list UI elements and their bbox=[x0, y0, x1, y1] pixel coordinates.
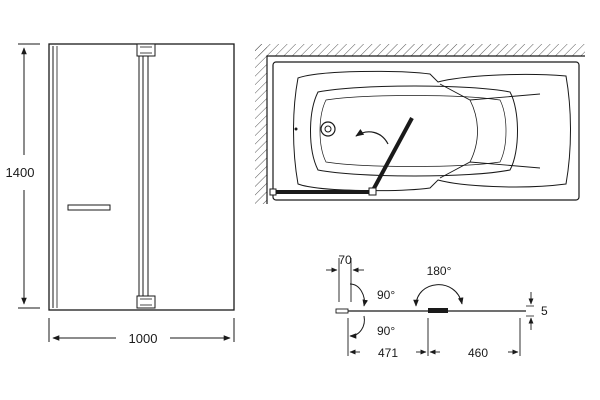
panel-b-label: 460 bbox=[468, 346, 488, 360]
height-dimension: 1400 bbox=[6, 43, 40, 309]
fold-angle-down-label: 90° bbox=[377, 324, 395, 338]
height-label: 1400 bbox=[6, 165, 35, 180]
offset-dimension: 70 bbox=[326, 253, 364, 302]
swing-angle: 180° bbox=[413, 264, 464, 307]
plan-view bbox=[255, 44, 585, 204]
section-detail: 70 90° 90° 180° 5 bbox=[326, 253, 548, 360]
screen-plan bbox=[269, 117, 414, 196]
drain-icon bbox=[320, 121, 336, 137]
towel-bar bbox=[67, 204, 111, 211]
fold-angle-up-label: 90° bbox=[377, 288, 395, 302]
width-dimension: 1000 bbox=[48, 318, 235, 346]
offset-label: 70 bbox=[338, 253, 352, 267]
panel-widths-dimension: 471 460 bbox=[347, 318, 521, 360]
back-wall bbox=[255, 44, 585, 56]
panel-a-label: 471 bbox=[378, 346, 398, 360]
thickness-dimension: 5 bbox=[526, 292, 548, 330]
screen-profile bbox=[335, 308, 526, 314]
side-wall bbox=[255, 44, 267, 204]
width-label: 1000 bbox=[129, 331, 158, 346]
swing-angle-label: 180° bbox=[427, 264, 452, 278]
fold-angle-up: 90° bbox=[349, 283, 395, 307]
top-hinge bbox=[136, 43, 156, 57]
bottom-hinge bbox=[136, 295, 156, 309]
front-view: 1400 1000 bbox=[6, 43, 235, 346]
swing-arrow-icon bbox=[355, 129, 389, 145]
screen-panels bbox=[48, 43, 235, 311]
bath-inner bbox=[310, 85, 518, 177]
thickness-label: 5 bbox=[541, 304, 548, 318]
bath-basin bbox=[293, 70, 571, 192]
bath-rim bbox=[272, 61, 580, 201]
fold-angle-down: 90° bbox=[349, 315, 395, 339]
